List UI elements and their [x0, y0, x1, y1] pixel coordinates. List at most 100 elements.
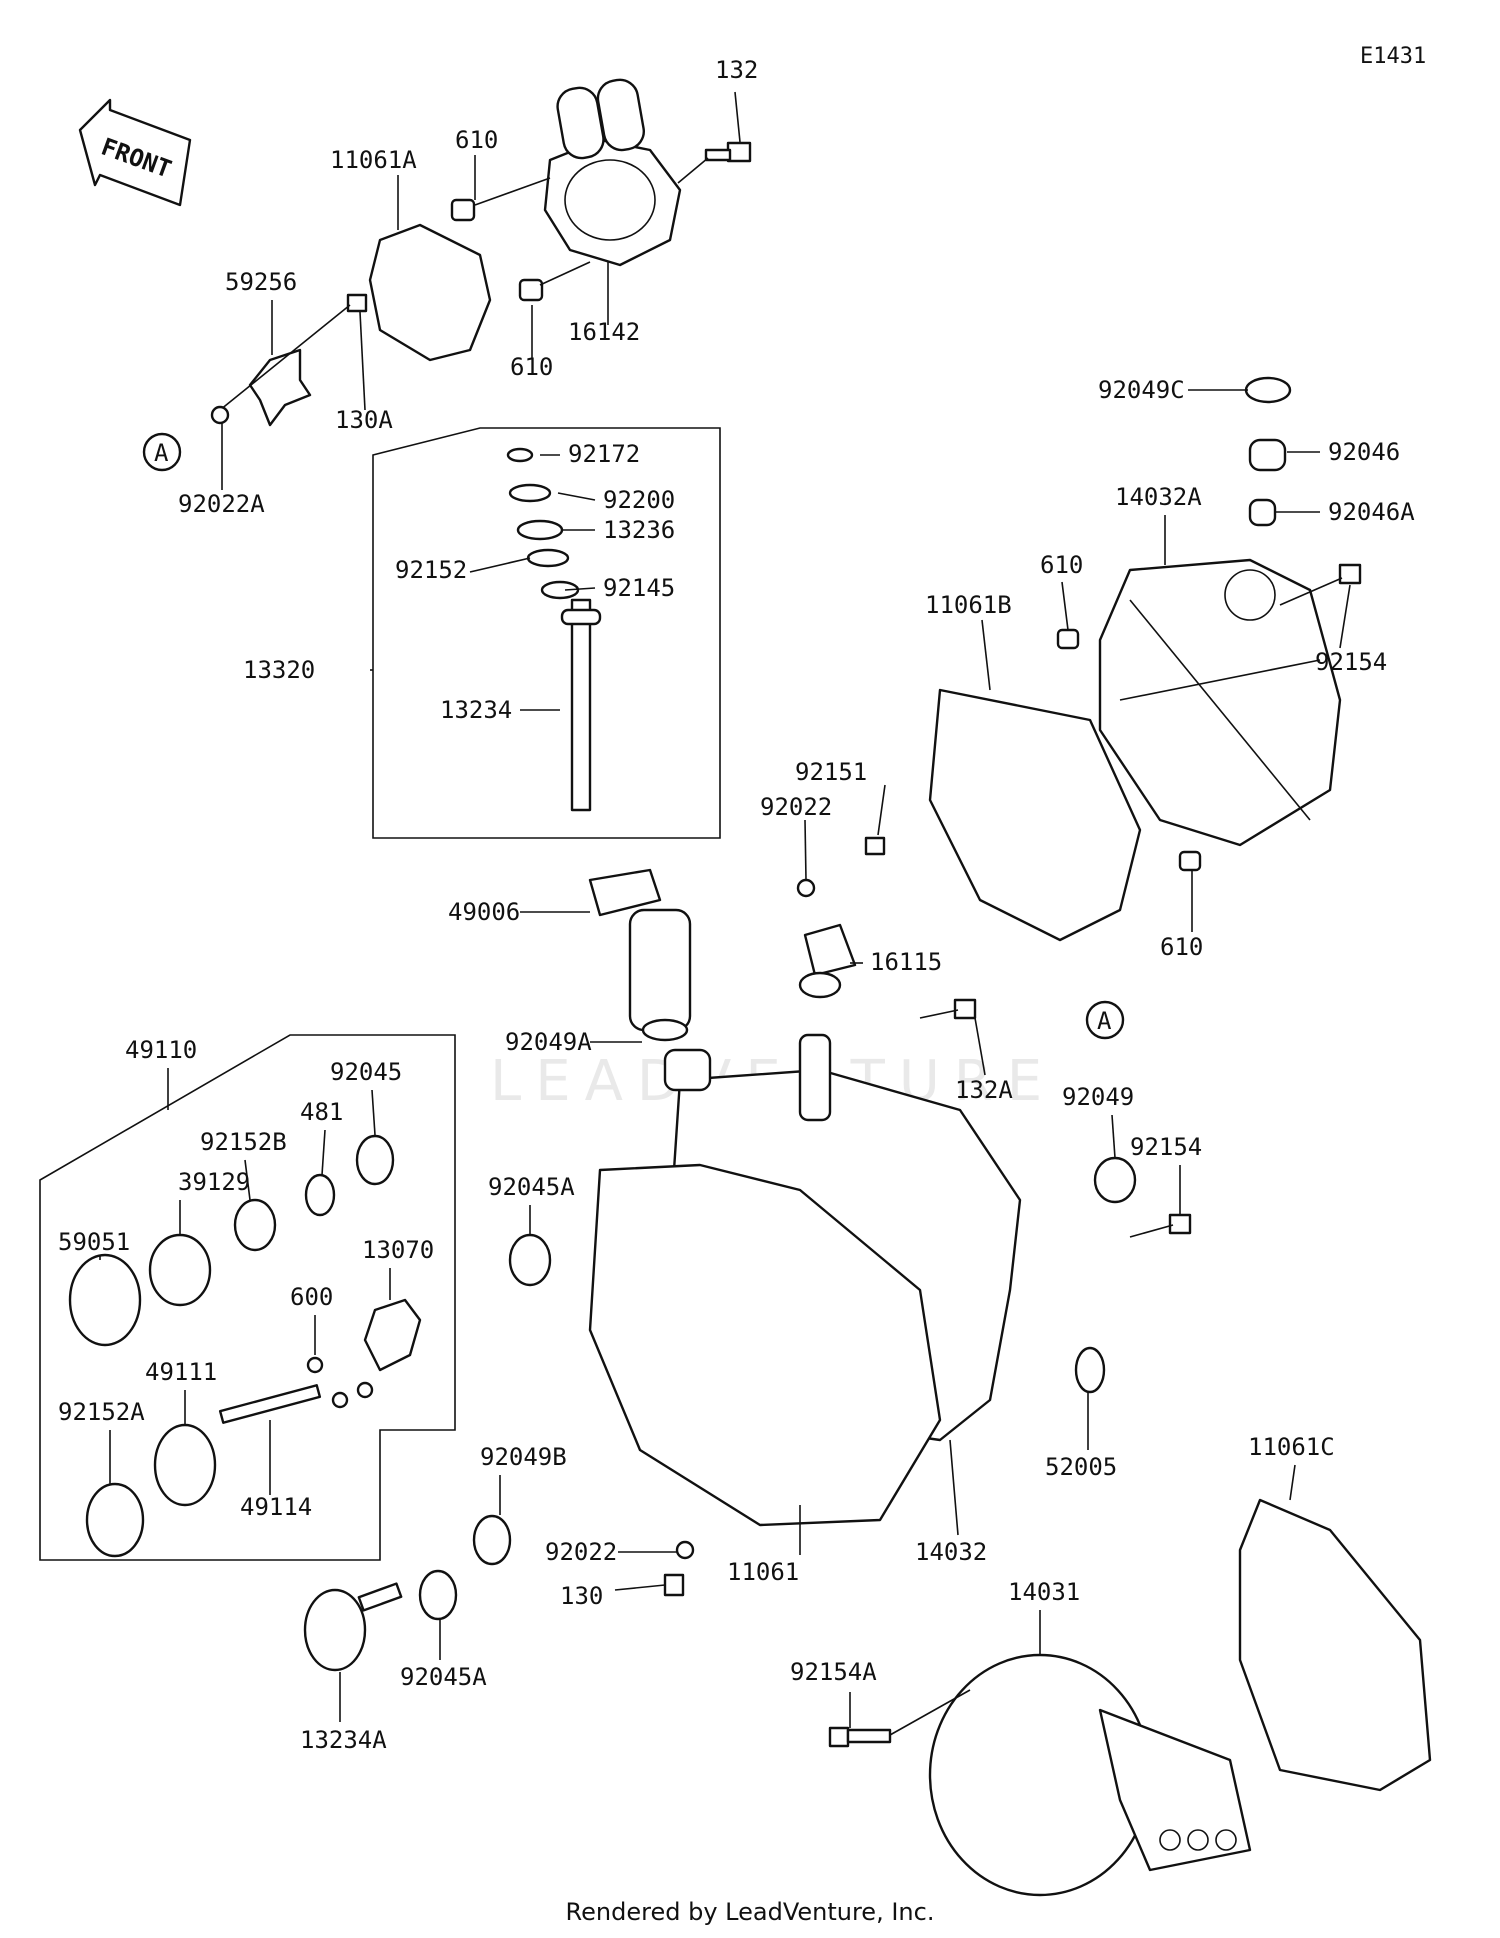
part-number-label: 92045A: [400, 1663, 487, 1691]
part-number-label: 92046A: [1328, 498, 1415, 526]
front-arrow: FRONT: [78, 98, 192, 207]
part-number-label: 11061A: [330, 146, 417, 174]
part-number-label: 92200: [603, 486, 675, 514]
leader-line: [359, 311, 366, 411]
part-number-label: 92049: [1062, 1083, 1134, 1111]
kit-box-13320: [372, 427, 721, 839]
part-number-label: 92022: [760, 793, 832, 821]
ball: [306, 1356, 324, 1374]
leader-line: [1289, 1464, 1296, 1501]
part-number-label: 49114: [240, 1493, 312, 1521]
leader-line: [1061, 581, 1069, 631]
part-number-label: 59051: [58, 1228, 130, 1256]
cup-49111: [153, 1423, 217, 1507]
part-labels: 13261011061A6101614259256130A92022A92172…: [58, 56, 1415, 1754]
bolt-130a: [219, 293, 368, 411]
part-number-label: 92045: [330, 1058, 402, 1086]
bearing-92049b: [472, 1514, 512, 1566]
washer-92152b: [233, 1198, 277, 1252]
leader-line: [949, 1439, 959, 1536]
dowel-pin: [1178, 850, 1202, 872]
gasket-11061c: [1238, 1498, 1432, 1792]
bearing-92045: [355, 1134, 395, 1186]
bearing-92046: [1248, 438, 1287, 472]
impeller-13070: [363, 1298, 422, 1372]
callout-circle: [1085, 1000, 1125, 1040]
governor-49006: [588, 868, 692, 1032]
part-number-label: 92172: [568, 440, 640, 468]
part-number-label: 92046: [1328, 438, 1400, 466]
part-number-label: 11061B: [925, 591, 1012, 619]
ball: [356, 1381, 374, 1399]
leader-line: [469, 557, 531, 573]
leader-line: [974, 1017, 986, 1076]
gear-59051: [68, 1253, 142, 1347]
bearing-92045a-lower: [418, 1569, 458, 1621]
ball: [331, 1391, 349, 1409]
dowel-pin: [450, 198, 476, 222]
shaft-49114: [218, 1384, 322, 1424]
part-number-label: 92154: [1130, 1133, 1202, 1161]
diagram-code: E1431: [1360, 44, 1427, 69]
part-number-label: 13234: [440, 696, 512, 724]
part-number-label: 13320: [243, 656, 315, 684]
part-number-label: 610: [1160, 933, 1203, 961]
seal-92152a: [85, 1482, 145, 1558]
seal-92049c: [1244, 376, 1292, 404]
part-number-label: 52005: [1045, 1453, 1117, 1481]
bearing-92045a: [508, 1233, 552, 1287]
callout-label: A: [154, 439, 169, 467]
part-number-label: 13234A: [300, 1726, 387, 1754]
part-number-label: 132A: [955, 1076, 1013, 1104]
part-number-label: 14032A: [1115, 483, 1202, 511]
part-number-label: 59256: [225, 268, 297, 296]
oil-seal: [641, 1018, 689, 1042]
part-number-label: 11061: [727, 1558, 799, 1586]
dowel-pin: [518, 278, 544, 302]
leader-line: [734, 91, 741, 143]
leader-line: [877, 784, 886, 836]
seal-52005: [1074, 1346, 1106, 1394]
part-number-label: 610: [455, 126, 498, 154]
gasket-11061: [588, 1163, 942, 1527]
part-number-label: 92145: [603, 574, 675, 602]
gear-13234a: [303, 1582, 403, 1672]
part-number-label: 600: [290, 1283, 333, 1311]
bolt-92151: [864, 836, 886, 856]
bolt-92154-upper: [1279, 563, 1362, 606]
leader-line: [371, 1089, 376, 1136]
dowel-pin: [1056, 628, 1080, 650]
part-number-label: 481: [300, 1098, 343, 1126]
part-number-label: 92045A: [488, 1173, 575, 1201]
part-number-label: 11061C: [1248, 1433, 1335, 1461]
part-number-label: 92151: [795, 758, 867, 786]
bolt-130: [663, 1573, 685, 1597]
clutch-cover-14032a: [1098, 558, 1342, 847]
part-number-label: 132: [715, 56, 758, 84]
washer-92022: [796, 878, 816, 898]
part-number-label: 610: [1040, 551, 1083, 579]
shaft-13234: [506, 447, 602, 812]
leader-line: [321, 1129, 326, 1176]
callout-label: A: [1097, 1007, 1112, 1035]
part-number-label: 13070: [362, 1236, 434, 1264]
part-number-label: 130A: [335, 406, 393, 434]
callout-circle: [142, 432, 182, 472]
leader-line: [557, 492, 596, 501]
circlip-481: [304, 1173, 336, 1217]
part-number-label: 92152B: [200, 1128, 287, 1156]
part-number-label: 14031: [1008, 1578, 1080, 1606]
leader-line: [1339, 584, 1351, 649]
part-number-label: 92154: [1315, 648, 1387, 676]
part-number-label: 13236: [603, 516, 675, 544]
oil-filler-cap: [798, 923, 857, 999]
footer-credit: Rendered by LeadVenture, Inc.: [565, 1898, 935, 1926]
leader-line: [614, 1584, 666, 1591]
washer: [210, 405, 230, 425]
leader-line: [981, 619, 991, 691]
spring-39129: [148, 1233, 212, 1307]
leader-line: [564, 587, 596, 591]
leader-line: [804, 819, 807, 881]
pump-gasket: [368, 223, 492, 362]
leader-line: [1111, 1114, 1116, 1159]
